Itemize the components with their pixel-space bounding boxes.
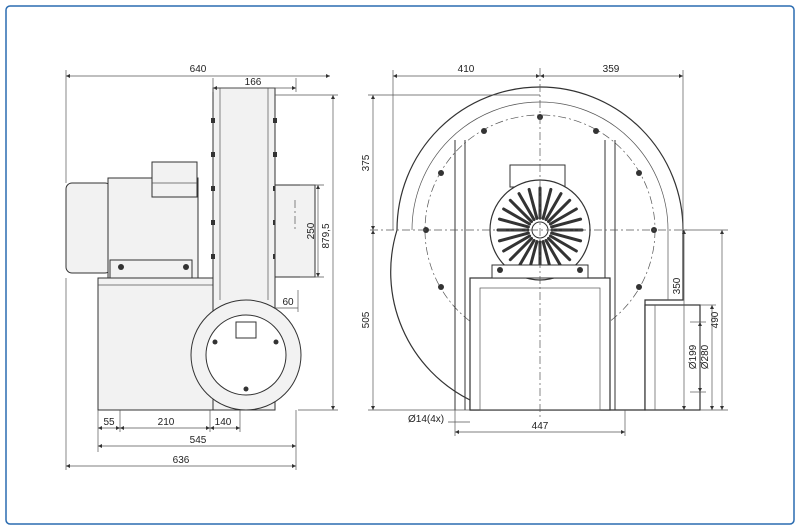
- fan-spoke: [550, 231, 583, 243]
- dim-410: 410: [458, 64, 475, 75]
- fan-spoke: [546, 198, 572, 224]
- fan-spoke: [527, 187, 539, 220]
- outlet-pipe: [644, 304, 701, 411]
- dim-250: 250: [306, 222, 317, 239]
- fan-spoke: [550, 217, 583, 229]
- dim-210: 210: [158, 417, 175, 428]
- inlet-ring-inner: [205, 314, 287, 396]
- dim-55: 55: [103, 417, 115, 428]
- dim-879-5: 879,5: [321, 223, 332, 248]
- dim-60: 60: [282, 297, 294, 308]
- dim-375: 375: [361, 154, 372, 171]
- front-view: 410 359 375 505 350 490 Ø199 Ø280 447 Ø1…: [361, 64, 728, 436]
- fan-spoke: [548, 207, 578, 226]
- dim-dia-199: Ø199: [688, 344, 699, 369]
- fan-spoke: [544, 192, 563, 222]
- dim-140: 140: [215, 417, 232, 428]
- fan-spoke: [508, 198, 534, 224]
- fan-spoke: [508, 236, 534, 262]
- fan-spoke: [546, 236, 572, 262]
- fan-spoke: [544, 238, 563, 268]
- dim-505: 505: [361, 311, 372, 328]
- dim-640: 640: [190, 64, 207, 75]
- dim-545: 545: [190, 435, 207, 446]
- dim-mount-holes: Ø14(4x): [408, 414, 444, 425]
- dim-636: 636: [173, 455, 190, 466]
- fan-spoke: [541, 187, 553, 220]
- fan-spoke: [502, 234, 532, 253]
- dim-447: 447: [532, 421, 549, 432]
- dim-166: 166: [245, 77, 262, 88]
- dim-359: 359: [603, 64, 620, 75]
- dim-350: 350: [672, 277, 683, 294]
- terminal-box: [151, 161, 198, 198]
- fan-spoke: [548, 234, 578, 253]
- motor-end-cap: [65, 182, 112, 274]
- fan-spoke: [517, 192, 536, 222]
- fan-spoke: [502, 207, 532, 226]
- fan-spoke: [497, 217, 530, 229]
- fan-spoke: [497, 231, 530, 243]
- fan-spoke: [517, 238, 536, 268]
- dim-490: 490: [710, 311, 721, 328]
- dim-dia-280: Ø280: [700, 344, 711, 369]
- side-view: 640 166 250 879,5 60 55 210 140 545: [65, 64, 338, 470]
